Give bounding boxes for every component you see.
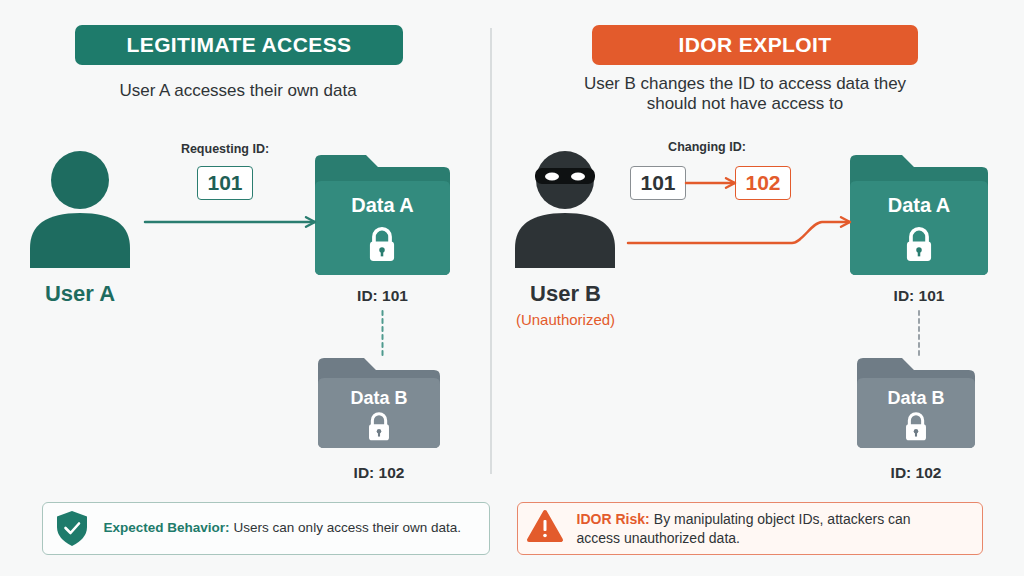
- badge-text: LEGITIMATE ACCESS: [127, 33, 352, 57]
- data-folder: Data A ID: 101: [850, 155, 988, 311]
- folder-id: ID: 101: [850, 286, 988, 306]
- note-paragraph: Expected Behavior: Users can only access …: [104, 519, 484, 537]
- mask-eye: [545, 173, 559, 181]
- attacker-head: [536, 151, 594, 209]
- user-name: User A: [15, 279, 145, 308]
- folder-name: Data B: [318, 387, 440, 410]
- lock-shackle: [372, 414, 385, 425]
- folder-name: Data A: [850, 192, 988, 218]
- id-caption: Requesting ID:: [165, 141, 285, 157]
- lock-keyhole: [378, 432, 380, 437]
- lock-shackle: [374, 229, 390, 243]
- folder-name: Data A: [315, 192, 450, 218]
- data-folder: Data B ID: 102: [318, 358, 440, 485]
- folder-name: Data B: [857, 387, 975, 410]
- folder-front: [315, 181, 450, 275]
- user-node: User B(Unauthorized): [503, 150, 628, 335]
- shield-check: [66, 524, 80, 534]
- user-body: [30, 213, 130, 268]
- id-value: 101: [640, 171, 675, 195]
- user-node: User A: [15, 150, 145, 335]
- id-value: 101: [207, 171, 242, 195]
- user-head: [51, 151, 109, 209]
- shield-shape: [57, 511, 87, 546]
- folder-back: [857, 358, 975, 448]
- id-caption: Changing ID:: [647, 139, 767, 155]
- lock-body: [370, 241, 394, 261]
- lock-shackle: [911, 229, 927, 243]
- access-arrow: [686, 182, 735, 185]
- lock-icon: [370, 229, 394, 261]
- lock-icon: [369, 414, 389, 441]
- id-box: 101: [630, 166, 686, 200]
- folder-id: ID: 102: [857, 463, 975, 483]
- note-heading: Expected Behavior:: [104, 520, 230, 535]
- folder-back: [850, 155, 988, 275]
- access-arrow: [145, 221, 315, 224]
- section-badge: LEGITIMATE ACCESS: [75, 25, 403, 65]
- lock-icon: [907, 229, 931, 261]
- lock-icon: [906, 414, 926, 441]
- note-box: IDOR Risk:By manipulating object IDs, at…: [517, 502, 983, 555]
- section-subtitle: User B changes the ID to access data the…: [570, 74, 920, 114]
- folder-front: [857, 378, 975, 448]
- folder-back: [318, 358, 440, 448]
- folder-id: ID: 102: [318, 463, 440, 483]
- note-paragraph: IDOR Risk:By manipulating object IDs, at…: [577, 510, 937, 548]
- dashed-link: [918, 311, 920, 358]
- folder-front: [318, 378, 440, 448]
- data-folder: Data A ID: 101: [315, 155, 450, 311]
- lock-keyhole: [381, 251, 384, 257]
- note-box: Expected Behavior: Users can only access …: [42, 502, 490, 555]
- note-body: Users can only access their own data.: [234, 520, 461, 535]
- data-folder: Data B ID: 102: [857, 358, 975, 485]
- divider-line: [490, 28, 492, 474]
- lock-keyhole: [379, 247, 385, 253]
- lock-keyhole: [916, 247, 922, 253]
- lock-body: [907, 241, 931, 261]
- section-subtitle: User A accesses their own data: [38, 80, 438, 102]
- lock-keyhole: [918, 251, 921, 257]
- id-box: 101: [197, 166, 253, 200]
- shield-icon: [57, 511, 87, 546]
- note-text-area: IDOR Risk:By manipulating object IDs, at…: [577, 503, 937, 554]
- section-badge: IDOR EXPLOIT: [592, 25, 918, 65]
- lock-keyhole: [915, 432, 917, 437]
- warning-mark: [543, 534, 547, 538]
- lock-shackle: [909, 414, 922, 425]
- warning-mark: [544, 520, 547, 531]
- dashed-link: [382, 311, 384, 358]
- folder-front: [850, 181, 988, 275]
- badge-text: IDOR EXPLOIT: [679, 33, 832, 57]
- user-status: (Unauthorized): [503, 310, 628, 330]
- access-arrow: [628, 222, 850, 243]
- warning-triangle: [529, 512, 561, 540]
- folder-back: [315, 155, 450, 275]
- lock-body: [906, 424, 926, 440]
- id-value: 102: [745, 171, 780, 195]
- lock-body: [369, 424, 389, 440]
- mask-band: [535, 168, 595, 184]
- warning-icon: [529, 512, 561, 540]
- lock-keyhole: [914, 429, 919, 434]
- id-box: 102: [735, 166, 791, 200]
- note-heading: IDOR Risk:: [577, 511, 650, 527]
- mask-eye: [571, 173, 585, 181]
- folder-id: ID: 101: [315, 286, 450, 306]
- note-text-area: Expected Behavior: Users can only access …: [104, 503, 484, 554]
- user-name: User B: [503, 279, 628, 308]
- lock-keyhole: [377, 429, 382, 434]
- attacker-body: [515, 213, 615, 268]
